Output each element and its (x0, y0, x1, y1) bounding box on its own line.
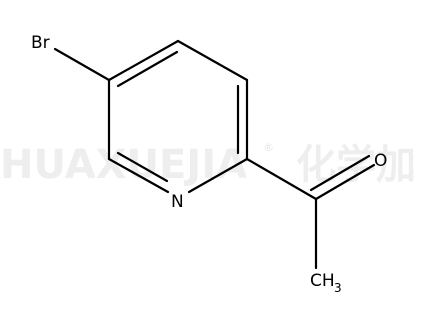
watermark: HUAXUEJIA ® 化学加 (0, 141, 416, 188)
bond-carbonyl-o (314, 163, 376, 201)
watermark-cjk-text: 化学加 (296, 142, 416, 188)
atom-oxygen: O (374, 151, 387, 171)
watermark-registered-mark: ® (263, 141, 274, 154)
bond-c2-n (187, 157, 249, 194)
bond-c2-carbonyl (245, 157, 318, 201)
bond-c5-c4-inner (116, 50, 179, 88)
bond-n-c6 (107, 157, 170, 194)
bond-c4-c3 (176, 39, 249, 82)
watermark-text: HUAXUEJIA (0, 142, 247, 188)
bond-c5-c4 (107, 39, 180, 82)
atom-bromine: Br (31, 33, 50, 53)
atom-nitrogen: N (171, 192, 184, 212)
bond-br-c5 (53, 47, 111, 82)
bond-carbonyl-o-second (309, 154, 371, 192)
atom-methyl-carbon: CH (310, 271, 335, 291)
atom-labels: Br N O CH 3 (31, 33, 387, 295)
atom-methyl-subscript: 3 (334, 281, 342, 295)
bond-n-c6-inner (116, 151, 169, 183)
bonds (53, 39, 376, 270)
